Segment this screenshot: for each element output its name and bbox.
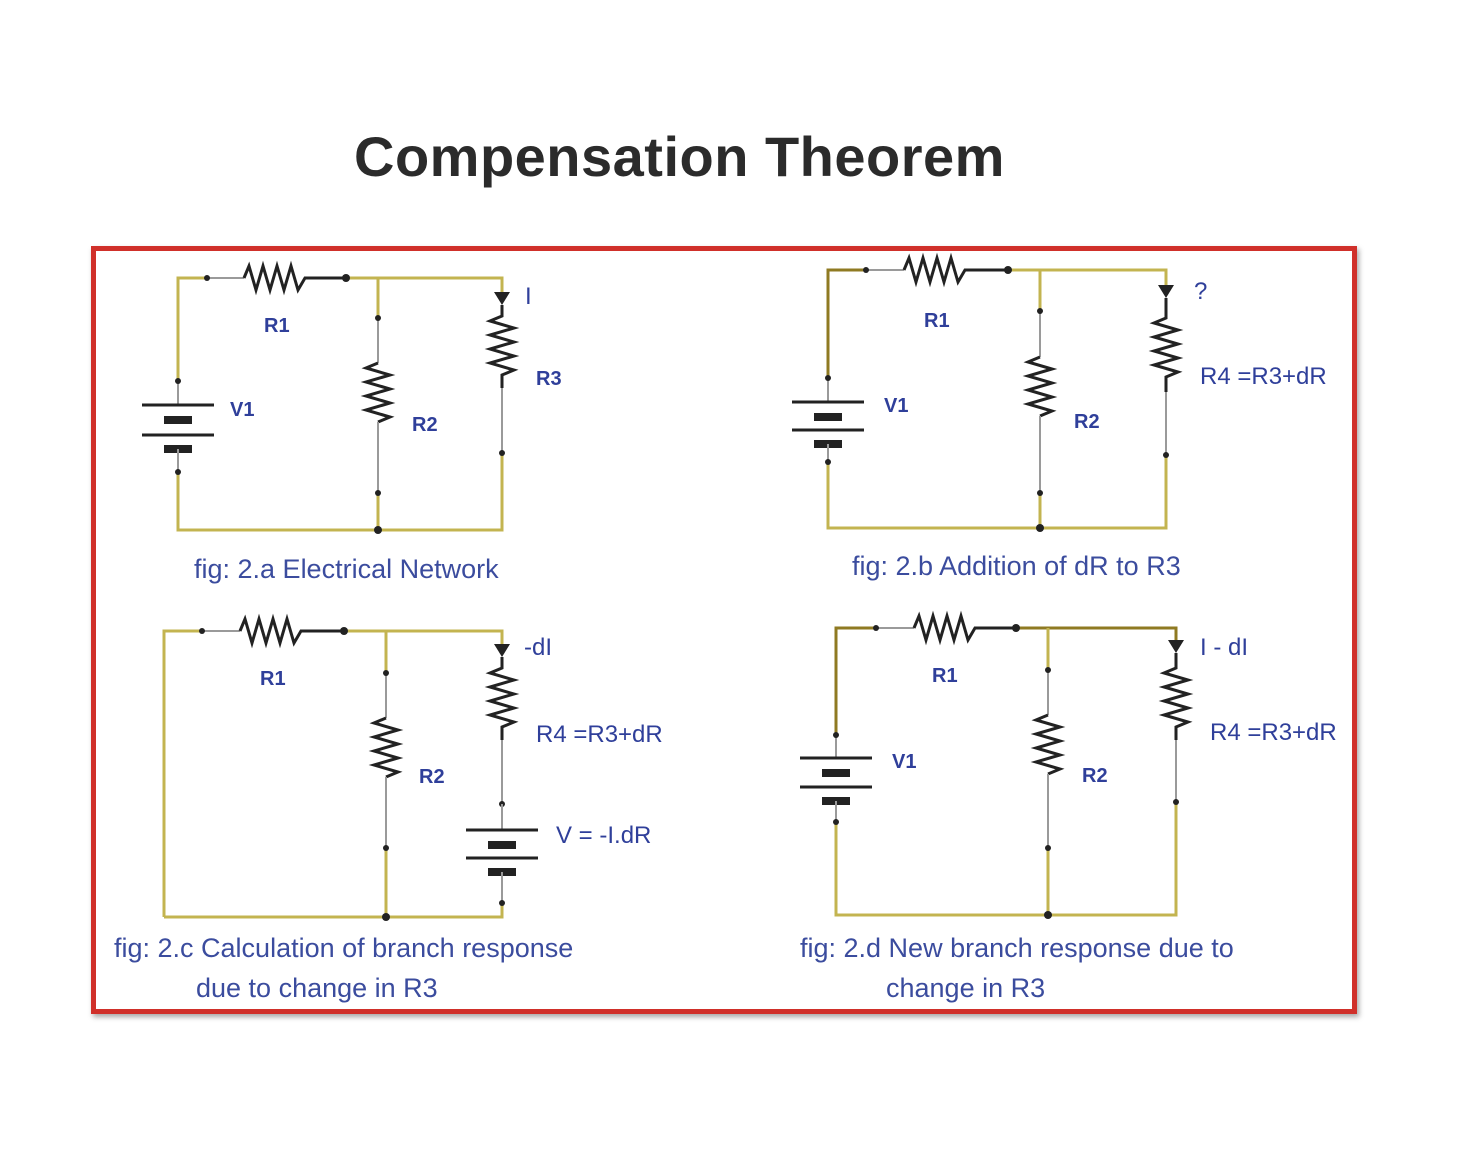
panel-c-r1-label: R1 xyxy=(260,668,286,690)
panel-b-current-label: ? xyxy=(1194,278,1207,305)
panel-c-circuit xyxy=(162,613,538,921)
panel-b-r1-label: R1 xyxy=(924,310,950,332)
panel-d-caption-line1: fig: 2.d New branch response due to xyxy=(800,933,1234,963)
panel-c-caption-line2: due to change in R3 xyxy=(196,973,438,1003)
panel-a-r3-label: R3 xyxy=(536,368,562,390)
page-title: Compensation Theorem xyxy=(354,125,1005,188)
panel-d-circuit xyxy=(800,610,1194,919)
panel-a-r1-resistor xyxy=(204,260,350,296)
panel-b-r1-resistor xyxy=(863,252,1012,288)
panel-d-r1-label: R1 xyxy=(932,665,958,687)
panel-d-r2-label: R2 xyxy=(1082,765,1108,787)
panel-a-circuit xyxy=(142,260,520,534)
panel-d-caption-line2: change in R3 xyxy=(886,973,1045,1003)
panel-a-v1-battery xyxy=(142,378,214,475)
panel-a-r2-label: R2 xyxy=(412,414,438,436)
panel-b-r2-label: R2 xyxy=(1074,411,1100,433)
panel-a-r3-resistor xyxy=(484,292,520,456)
panel-d-current-label: I - dI xyxy=(1200,634,1248,661)
panel-b-r2-resistor xyxy=(1022,308,1058,496)
panel-d-v1-label: V1 xyxy=(892,751,916,773)
panel-c-r4-resistor xyxy=(484,644,520,807)
panel-c-caption-line1: fig: 2.c Calculation of branch response xyxy=(114,933,573,963)
panel-d-r4-resistor xyxy=(1158,640,1194,805)
panel-a-v1-label: V1 xyxy=(230,399,254,421)
panel-a-caption: fig: 2.a Electrical Network xyxy=(194,554,499,584)
panel-c-r2-resistor xyxy=(368,670,404,851)
panel-b-r4-label: R4 =R3+dR xyxy=(1200,363,1327,390)
panel-c-source-battery xyxy=(466,804,538,906)
panel-b-circuit xyxy=(792,252,1184,532)
panel-a-r1-label: R1 xyxy=(264,315,290,337)
panel-d-r4-label: R4 =R3+dR xyxy=(1210,719,1337,746)
panel-d-r2-resistor xyxy=(1030,667,1066,851)
panel-b-r4-resistor xyxy=(1148,285,1184,458)
panel-a-current-label: I xyxy=(525,283,532,310)
panel-c-r2-label: R2 xyxy=(419,766,445,788)
panel-b-caption: fig: 2.b Addition of dR to R3 xyxy=(852,551,1181,581)
panel-c-r4-label: R4 =R3+dR xyxy=(536,721,663,748)
panel-b-v1-label: V1 xyxy=(884,395,908,417)
panel-c-r1-resistor xyxy=(199,613,348,649)
panel-d-v1-battery xyxy=(800,732,872,825)
panel-a-r2-resistor xyxy=(360,315,396,496)
panel-b-v1-battery xyxy=(792,375,864,465)
panel-c-source-label: V = -I.dR xyxy=(556,822,651,849)
panel-d-r1-resistor xyxy=(873,610,1020,646)
panel-c-current-label: -dI xyxy=(524,634,552,661)
